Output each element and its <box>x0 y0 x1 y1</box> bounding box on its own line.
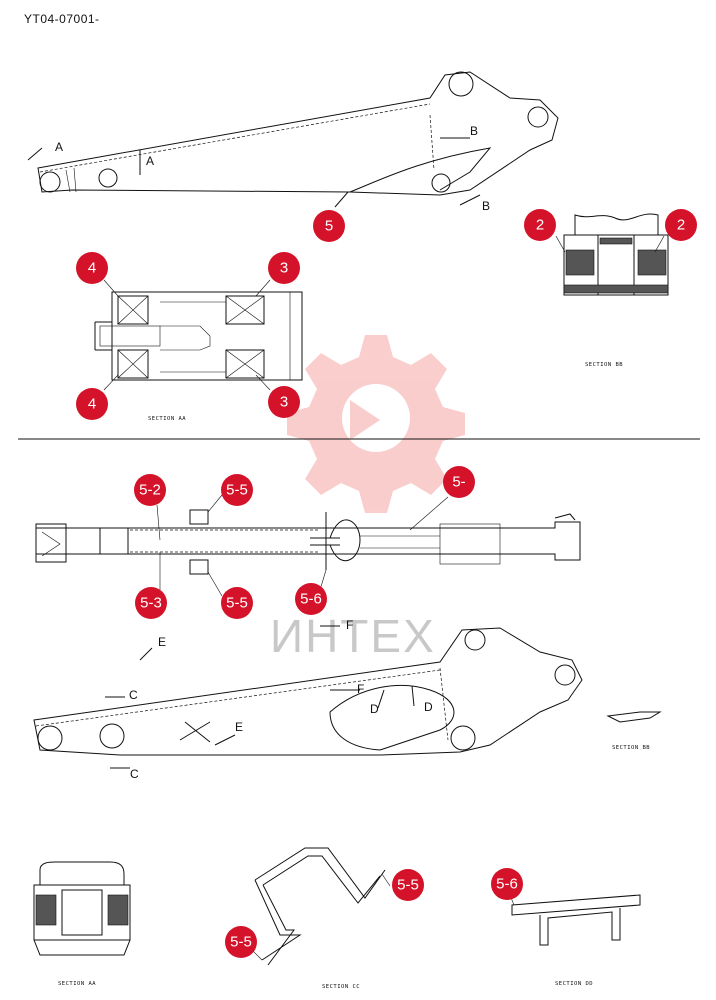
section-mark-f2: F <box>357 682 364 696</box>
callout-4-top: 4 <box>76 252 108 284</box>
svg-text:5-6: 5-6 <box>496 876 518 893</box>
arm-plan-view <box>35 509 581 575</box>
document-code: YT04-07001- <box>24 12 100 26</box>
svg-text:3: 3 <box>280 260 288 277</box>
callout-5-3: 5-3 <box>135 587 167 619</box>
svg-text:5-5: 5-5 <box>397 877 419 894</box>
svg-text:5-2: 5-2 <box>139 482 161 499</box>
svg-text:5-5: 5-5 <box>226 482 248 499</box>
section-mark-e1: E <box>158 635 166 649</box>
callout-5-5-middle: 5-5 <box>221 587 253 619</box>
section-mark-a1: A <box>55 140 63 154</box>
section-mark-b2: B <box>482 199 490 213</box>
callout-5-5-section-cc-left: 5-5 <box>225 926 257 958</box>
section-mark-d2: D <box>424 700 433 714</box>
caption-section-cc: SECTION CC <box>322 984 360 990</box>
callout-3-top: 3 <box>268 252 300 284</box>
watermark-text: ИНТЕХ <box>270 610 436 662</box>
watermark-gear-logo <box>287 335 465 513</box>
callout-5-6-middle: 5-6 <box>295 583 327 615</box>
section-mark-c1: C <box>129 688 138 702</box>
svg-text:2: 2 <box>677 217 685 234</box>
svg-text:5-3: 5-3 <box>140 595 162 612</box>
section-mark-d1: D <box>370 702 379 716</box>
section-dd-view <box>511 894 641 946</box>
callout-5-2: 5-2 <box>134 474 166 506</box>
section-bb-small-view <box>606 711 662 723</box>
callout-2-left: 2 <box>524 209 556 241</box>
svg-text:5: 5 <box>325 218 333 235</box>
callout-5-5-top: 5-5 <box>221 474 253 506</box>
caption-section-bb-small: SECTION BB <box>612 745 650 751</box>
callout-leaders <box>103 235 665 961</box>
callout-2-right: 2 <box>665 209 697 241</box>
section-aa-bottom-view <box>33 861 131 956</box>
svg-text:5-: 5- <box>452 474 465 491</box>
svg-text:5-6: 5-6 <box>300 591 322 608</box>
section-mark-e2: E <box>235 720 243 734</box>
caption-section-bb-top: SECTION BB <box>585 362 623 368</box>
section-mark-a2: A <box>146 154 154 168</box>
section-mark-c2: C <box>130 767 139 781</box>
callout-5-dash: 5- <box>443 466 475 498</box>
callout-5-5-section-cc-right: 5-5 <box>392 869 424 901</box>
svg-text:2: 2 <box>536 217 544 234</box>
callout-4-bottom: 4 <box>76 388 108 420</box>
svg-text:4: 4 <box>88 396 96 413</box>
bottom-arm-side-view <box>33 625 583 769</box>
callout-3-bottom: 3 <box>268 386 300 418</box>
caption-section-aa-top: SECTION AA <box>148 416 186 422</box>
section-mark-f1: F <box>346 618 353 632</box>
svg-text:5-5: 5-5 <box>226 595 248 612</box>
section-mark-b1: B <box>470 124 478 138</box>
caption-section-aa-bottom: SECTION AA <box>58 981 96 987</box>
section-aa-top-view <box>94 291 303 381</box>
callout-5-top: 5 <box>313 210 345 242</box>
section-cc-view <box>254 847 386 966</box>
svg-text:3: 3 <box>280 394 288 411</box>
callout-5-6-section-dd: 5-6 <box>491 868 523 900</box>
svg-text:4: 4 <box>88 260 96 277</box>
section-bb-top-view <box>563 213 669 296</box>
caption-section-dd: SECTION DD <box>555 981 593 987</box>
svg-text:5-5: 5-5 <box>230 934 252 951</box>
top-arm-side-view <box>27 71 559 208</box>
